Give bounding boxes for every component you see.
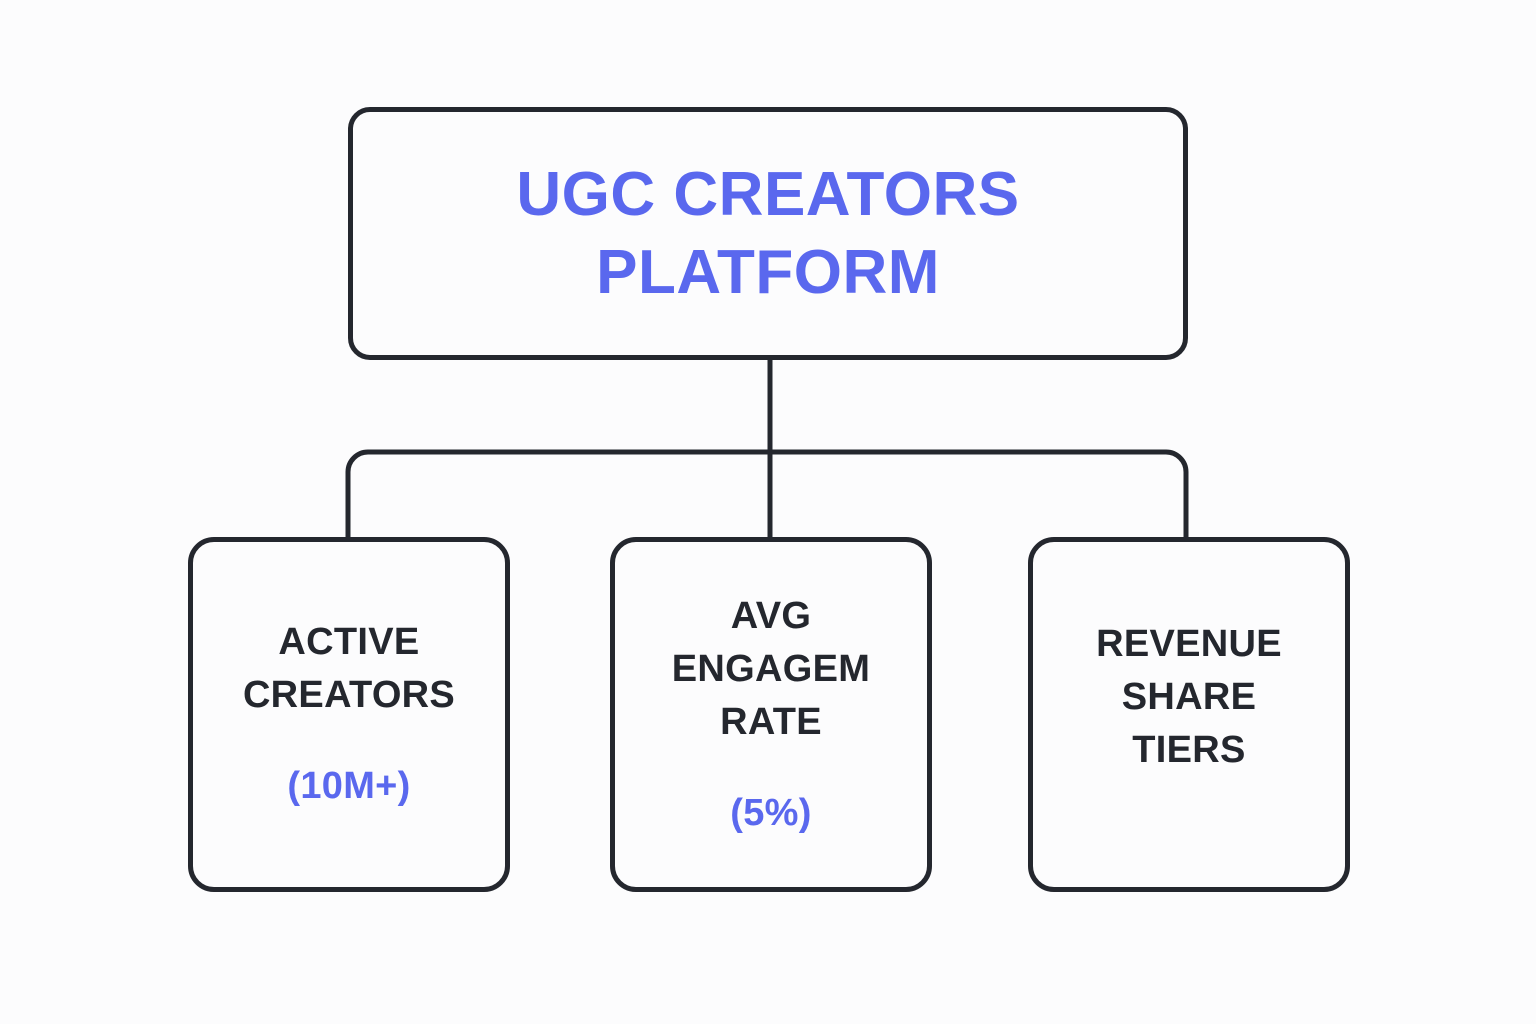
root-node-ugc-creators-platform[interactable]: UGC CREATORS PLATFORM — [348, 107, 1188, 360]
child-node-revenue-share-tiers[interactable]: REVENUE SHARE TIERS — [1028, 537, 1350, 892]
child-node-active-creators[interactable]: ACTIVE CREATORS (10M+) — [188, 537, 510, 892]
child-node-value: (5%) — [730, 791, 812, 834]
child-node-value: (10M+) — [287, 765, 411, 807]
child-node-label: ACTIVE CREATORS — [242, 621, 456, 716]
connector-branch-left — [345, 449, 770, 537]
root-node-title: UGC CREATORS PLATFORM — [516, 159, 1020, 307]
child-node-label: AVG ENGAGEM RATE — [671, 594, 871, 743]
child-node-avg-engagement-rate[interactable]: AVG ENGAGEM RATE (5%) — [610, 537, 932, 892]
child-node-label: REVENUE SHARE TIERS — [1096, 623, 1282, 771]
connector-branch-right — [770, 449, 1189, 537]
